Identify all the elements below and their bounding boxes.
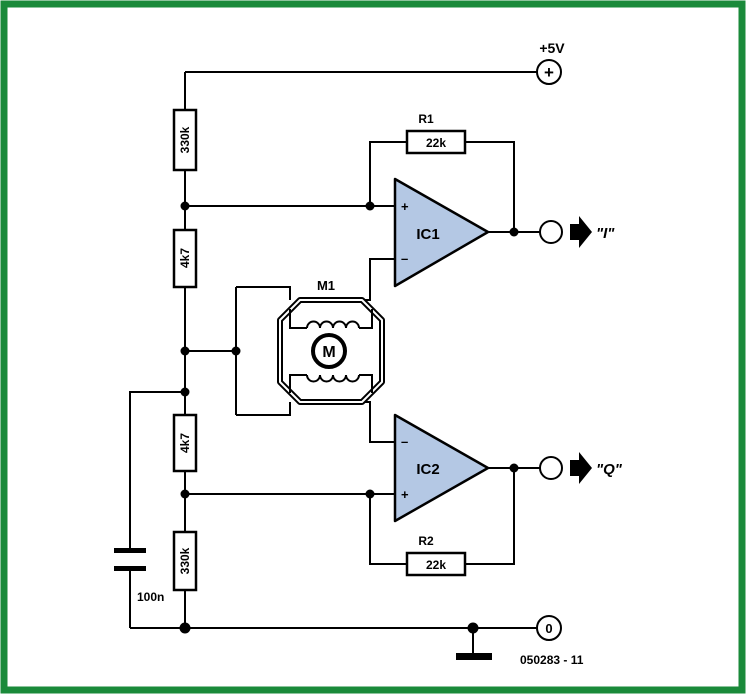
junction-dot <box>365 489 375 499</box>
junction-dot <box>509 227 519 237</box>
r1-name: R1 <box>418 112 434 126</box>
ic1-plus: + <box>401 199 409 214</box>
supply-symbol: + <box>544 63 554 82</box>
junction-dot <box>365 201 375 211</box>
motor-name: M1 <box>317 278 335 293</box>
capacitor-value: 100n <box>137 590 164 604</box>
r2-name: R2 <box>418 534 434 548</box>
junction-dot <box>180 387 190 397</box>
resistor-r1: 22k R1 <box>405 112 467 155</box>
ground-terminal: 0 <box>536 615 562 641</box>
junction-dot <box>467 622 479 634</box>
junction-dot <box>180 201 190 211</box>
junction-dot <box>179 622 191 634</box>
r2-value: 22k <box>426 558 446 572</box>
resistor-mid-upper: 4k7 <box>172 228 198 289</box>
output-q-label: "Q" <box>596 461 623 478</box>
junction-dot <box>180 489 190 499</box>
resistor-mid-upper-value: 4k7 <box>178 248 192 268</box>
ic2-plus: + <box>401 487 409 502</box>
resistor-top: 330k <box>172 108 198 172</box>
opamp-ic2: IC2 – + <box>393 413 490 523</box>
output-arrow-icon <box>570 216 592 248</box>
ic1-name: IC1 <box>416 226 439 243</box>
r1-value: 22k <box>426 136 446 150</box>
junction-dots <box>179 201 519 634</box>
resistor-bottom: 330k <box>172 530 198 592</box>
ic2-minus: – <box>401 434 408 449</box>
stepper-motor: M M1 <box>277 278 385 405</box>
junction-dot <box>231 346 241 356</box>
resistor-bottom-value: 330k <box>178 547 192 574</box>
ic2-name: IC2 <box>416 461 439 478</box>
supply-terminal: + +5V <box>536 40 565 85</box>
ground-terminal-symbol: 0 <box>545 621 552 636</box>
output-q: "Q" <box>539 452 623 484</box>
resistor-r2: 22k R2 <box>405 534 467 577</box>
supply-label: +5V <box>539 40 565 56</box>
resistor-mid-lower-value: 4k7 <box>178 433 192 453</box>
output-arrow-icon <box>570 452 592 484</box>
capacitor: 100n <box>114 548 164 604</box>
resistor-mid-lower: 4k7 <box>172 413 198 473</box>
output-i: "I" <box>539 216 615 248</box>
output-i-label: "I" <box>596 225 615 242</box>
junction-dot <box>180 346 190 356</box>
opamp-ic1: IC1 + – <box>393 177 490 288</box>
motor-symbol: M <box>322 344 335 361</box>
ground-symbol <box>456 653 492 660</box>
figure-number: 050283 - 11 <box>520 653 584 667</box>
resistor-top-value: 330k <box>178 126 192 153</box>
ic1-minus: – <box>401 251 408 266</box>
junction-dot <box>509 463 519 473</box>
